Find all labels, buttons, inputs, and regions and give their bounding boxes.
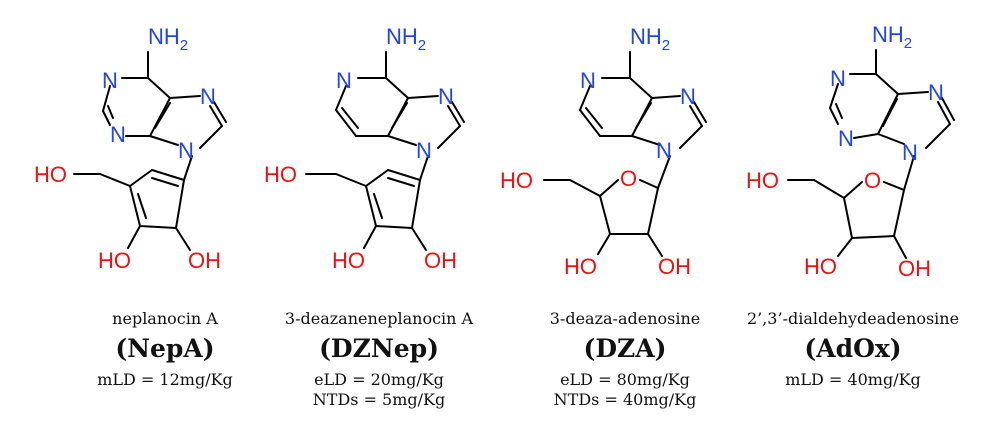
compound-abbreviation: (AdOx) (804, 334, 902, 363)
amine-label: NH2 (872, 22, 912, 52)
toxicity-value: NTDs = 40mg/Kg (553, 390, 697, 409)
bonds (73, 51, 227, 251)
ring-hydroxyl-left: HO (98, 248, 131, 273)
nitrogen-label: N (438, 84, 454, 109)
hydroxyl-label: HO (34, 162, 67, 187)
atom-labels: NH2 N N N N HO HO OH (34, 24, 221, 273)
bonds (543, 51, 707, 257)
toxicity-value: eLD = 80mg/Kg (560, 370, 690, 389)
ring-hydroxyl-right: OH (658, 254, 691, 279)
amine-label: NH2 (630, 24, 670, 54)
hydroxyl-label: HO (500, 168, 533, 193)
hydroxyl-label: HO (746, 168, 779, 193)
caption-adox: 2’,3’-dialdehydeadenosine (AdOx) mLD = 4… (728, 308, 978, 390)
compound-abbreviation: (DZNep) (319, 334, 439, 363)
ring-oxygen-label: O (620, 166, 637, 191)
ring-hydroxyl-left: HO (332, 248, 365, 273)
bonds (787, 49, 955, 259)
toxicity-value: mLD = 12mg/Kg (97, 370, 233, 389)
toxicity-value: eLD = 20mg/Kg (314, 370, 444, 389)
ring-hydroxyl-right: OH (898, 256, 931, 281)
nitrogen-label: N (110, 122, 126, 147)
ring-hydroxyl-left: HO (804, 254, 837, 279)
caption-nepa: neplanocin A (NepA) mLD = 12mg/Kg (40, 308, 290, 390)
nitrogen-label: N (928, 80, 944, 105)
nitrogen-label: N (902, 140, 918, 165)
nitrogen-label: N (336, 68, 352, 93)
compound-abbreviation: (DZA) (583, 334, 667, 363)
compound-name: 3-deaza-adenosine (549, 309, 701, 328)
nitrogen-label: N (830, 66, 846, 91)
nitrogen-label: N (102, 68, 118, 93)
toxicity-value: NTDs = 5mg/Kg (312, 390, 446, 409)
compound-name: 3-deazaneneplanocin A (284, 309, 474, 328)
ring-hydroxyl-right: OH (188, 248, 221, 273)
ring-oxygen-label: O (864, 168, 881, 193)
nitrogen-label: N (580, 68, 596, 93)
structure-dza: NH2 N N N O HO HO OH (500, 24, 707, 279)
nitrogen-label: N (656, 138, 672, 163)
atom-labels: NH2 N N N O HO HO OH (500, 24, 696, 279)
compound-name: neplanocin A (112, 309, 218, 328)
toxicity-value: mLD = 40mg/Kg (785, 370, 921, 389)
structure-adox: NH2 N N N N O HO HO OH (746, 22, 955, 281)
amine-label: NH2 (148, 24, 188, 54)
caption-dza: 3-deaza-adenosine (DZA) eLD = 80mg/Kg NT… (500, 308, 750, 410)
bonds (305, 51, 465, 251)
hydroxyl-label: HO (264, 162, 297, 187)
atom-labels: NH2 N N N HO HO OH (264, 24, 457, 273)
nitrogen-label: N (838, 126, 854, 151)
nitrogen-label: N (416, 138, 432, 163)
nitrogen-label: N (200, 84, 216, 109)
nitrogen-label: N (680, 84, 696, 109)
ring-hydroxyl-right: OH (424, 248, 457, 273)
atom-labels: NH2 N N N N O HO HO OH (746, 22, 944, 281)
nitrogen-label: N (178, 138, 194, 163)
structure-dznep: NH2 N N N HO HO OH (264, 24, 465, 273)
ring-hydroxyl-left: HO (564, 254, 597, 279)
compound-abbreviation: (NepA) (115, 334, 215, 363)
caption-dznep: 3-deazaneneplanocin A (DZNep) eLD = 20mg… (254, 308, 504, 410)
amine-label: NH2 (386, 24, 426, 54)
structure-nepa: NH2 N N N N HO HO OH (34, 24, 227, 273)
compound-name: 2’,3’-dialdehydeadenosine (746, 309, 960, 328)
